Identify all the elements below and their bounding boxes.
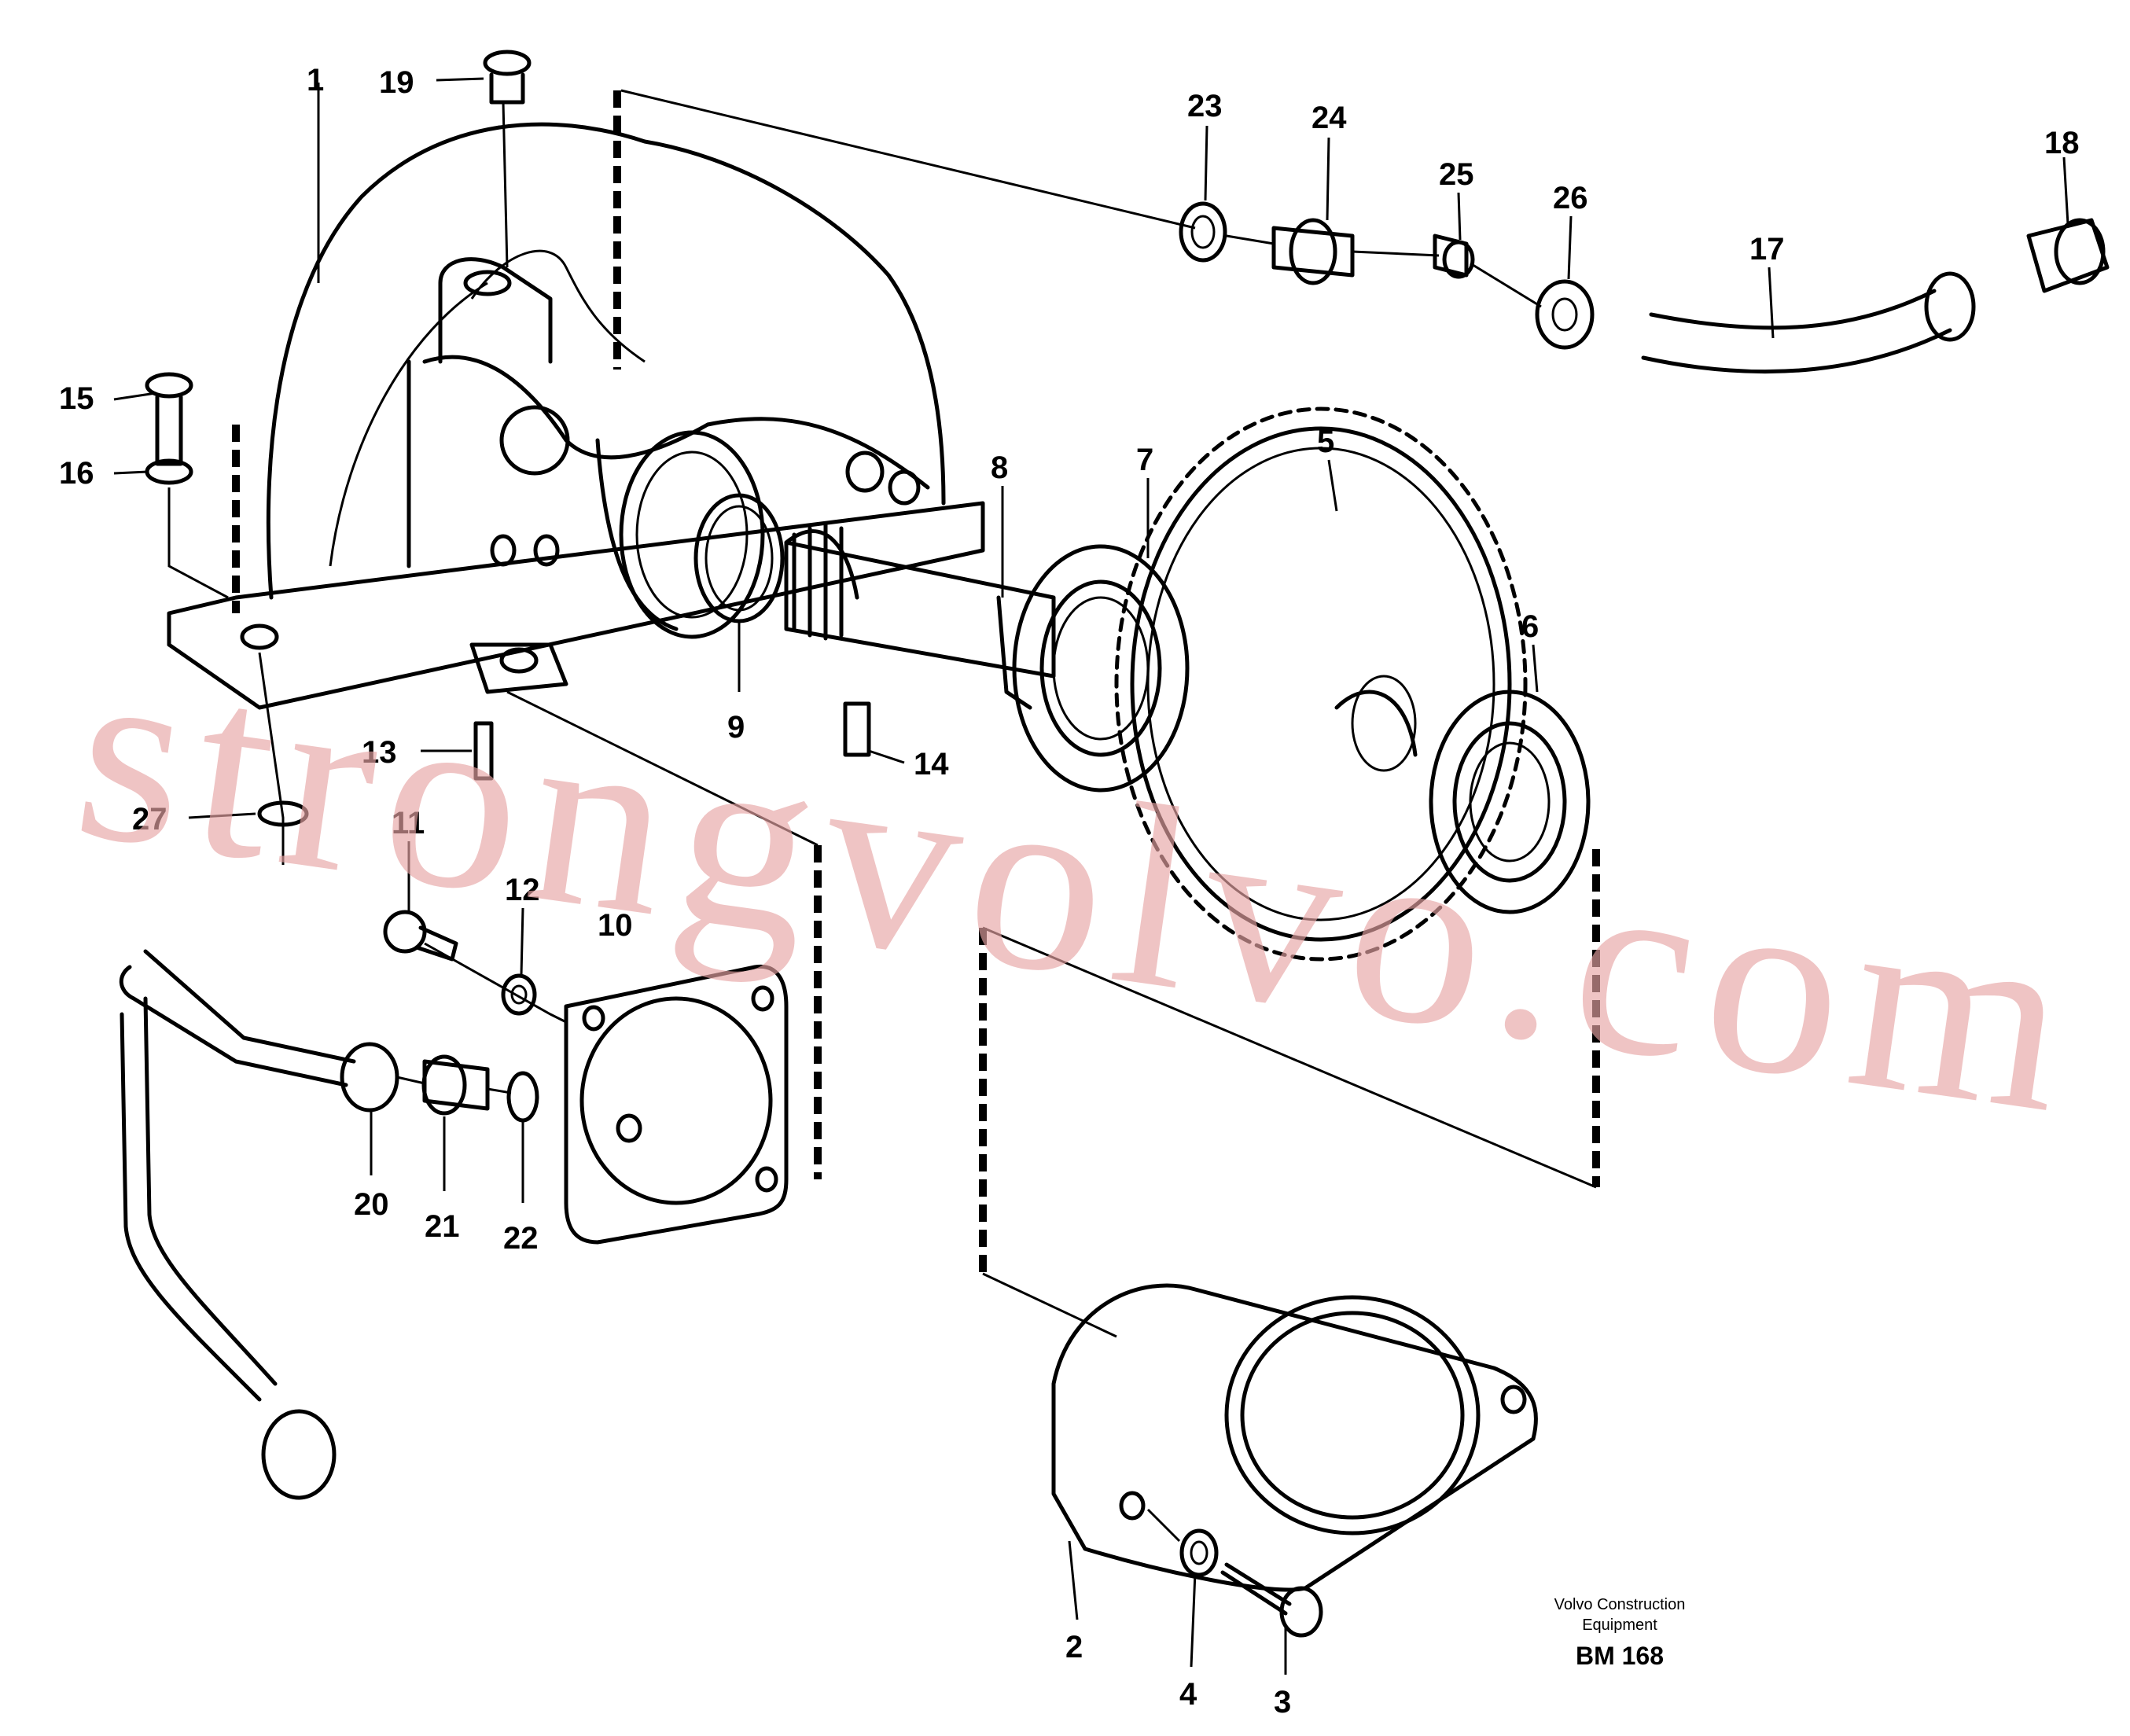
- callout-16: 16: [59, 456, 94, 491]
- callout-3: 3: [1274, 1685, 1291, 1719]
- callout-7: 7: [1136, 443, 1153, 477]
- callout-25: 25: [1439, 157, 1474, 192]
- plug-part-19: [483, 50, 532, 105]
- callout-4: 4: [1179, 1677, 1197, 1712]
- callout-9: 9: [727, 710, 745, 745]
- bolt-part-3: [1220, 1562, 1323, 1638]
- screw-part-11: [383, 910, 458, 962]
- seal-part-22: [506, 1071, 539, 1123]
- housing-part-1: [167, 90, 985, 710]
- callout-19: 19: [379, 65, 414, 100]
- adapter-part-21: [421, 1054, 490, 1116]
- callout-26: 26: [1553, 181, 1588, 215]
- callout-20: 20: [354, 1187, 389, 1222]
- callout-5: 5: [1317, 425, 1334, 459]
- adapter-part-24: [1271, 218, 1355, 285]
- callout-2: 2: [1065, 1630, 1083, 1664]
- pipe-part-17: [1641, 271, 1976, 374]
- bearing-part-6: [1429, 690, 1591, 914]
- nut-part-26: [1535, 279, 1595, 350]
- callout-8: 8: [991, 451, 1008, 485]
- cap-part-18: [2026, 218, 2110, 293]
- callout-27: 27: [132, 802, 167, 837]
- washer-part-4: [1179, 1528, 1219, 1577]
- callout-17: 17: [1749, 232, 1785, 267]
- callout-13: 13: [362, 735, 397, 770]
- seal-ring-part-23: [1179, 201, 1227, 263]
- callout-11: 11: [392, 806, 425, 840]
- washer-part-12: [501, 973, 537, 1016]
- sleeve-part-25: [1433, 234, 1475, 279]
- callout-18: 18: [2044, 126, 2080, 160]
- callout-12: 12: [505, 873, 540, 907]
- nut-part-20: [340, 1042, 399, 1113]
- diagram-code: BM 168: [1575, 1642, 1665, 1670]
- callout-15: 15: [59, 381, 94, 416]
- watermark-text: strongvolvo.com: [62, 604, 2095, 1168]
- gear-part-5: [1114, 406, 1528, 962]
- callout-14: 14: [914, 747, 949, 782]
- pin-part-13: [473, 721, 494, 781]
- callout-24: 24: [1311, 101, 1347, 135]
- brand-line-2: Equipment: [1582, 1616, 1657, 1634]
- assembly-lines: [167, 89, 1597, 1543]
- cover-part-10: [564, 845, 822, 1245]
- brand-line-1: Volvo Construction: [1554, 1596, 1686, 1613]
- bolt-part-15: [145, 372, 193, 466]
- callout-10: 10: [598, 908, 633, 943]
- callout-23: 23: [1187, 89, 1223, 123]
- callout-21: 21: [425, 1209, 460, 1244]
- callout-22: 22: [503, 1221, 539, 1256]
- pin-part-14: [843, 701, 871, 757]
- callouts: 1 2 3 4 5 6 7 8 9 10 11 12 13 14 15 16 1…: [59, 63, 2080, 1719]
- callout-1: 1: [307, 63, 324, 97]
- pipe-lower-left: [119, 949, 356, 1500]
- callout-6: 6: [1521, 609, 1539, 644]
